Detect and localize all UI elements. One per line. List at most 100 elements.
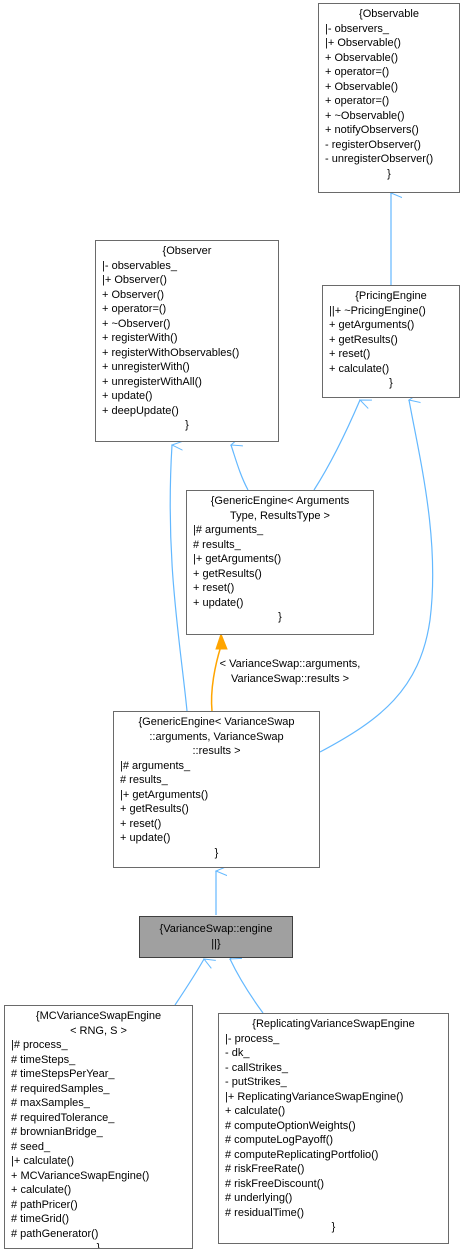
genericvs-title-3: ::results > (192, 745, 241, 757)
member-line: - dk_ (225, 1047, 250, 1059)
member-line: |+ getArguments() (120, 788, 209, 801)
member-line: + update() (193, 596, 244, 609)
member-line: - putStrikes_ (225, 1076, 287, 1088)
member-line: |# process_ (11, 1039, 68, 1051)
member-line: # computeOptionWeights() (225, 1119, 356, 1132)
varianceswap-engine-title-1: {VarianceSwap::engine (159, 923, 273, 935)
member-line: # computeReplicatingPortfolio() (225, 1148, 379, 1161)
edge-genericengine-observer (231, 445, 249, 491)
template-arguments-label: < VarianceSwap::arguments, VarianceSwap:… (190, 657, 390, 686)
observer-close: } (185, 419, 189, 431)
member-line: |- process_ (225, 1032, 280, 1045)
member-line: # seed_ (11, 1140, 51, 1153)
member-line: + deepUpdate() (102, 404, 179, 417)
pricingengine-title: {PricingEngine (355, 290, 427, 302)
member-line: # pathGenerator() (11, 1227, 99, 1240)
member-line: + ~Observer() (102, 317, 171, 330)
member-line: |+ ReplicatingVarianceSwapEngine() (225, 1090, 404, 1103)
genericvs-title-2: ::arguments, VarianceSwap (149, 730, 284, 743)
edge-template-arrowhead (215, 632, 228, 650)
observer-members: |- observables_ |+ Observer() + Observer()… (102, 259, 272, 419)
member-line: # riskFreeRate() (225, 1163, 305, 1175)
genericvs-close: } (214, 846, 219, 859)
member-line: # timeGrid() (11, 1213, 70, 1225)
mc-close: } (96, 1242, 101, 1249)
member-line: # requiredTolerance_ (11, 1111, 115, 1124)
observer-title: {Observer (162, 245, 212, 257)
member-line: # results_ (193, 538, 241, 551)
replicating-title: {ReplicatingVarianceSwapEngine (252, 1018, 415, 1030)
genericengine-title-1: {GenericEngine< Arguments (210, 495, 350, 507)
genericvs-title-1: {GenericEngine< VarianceSwap (138, 716, 295, 728)
genericengine-class[interactable]: {GenericEngine< Arguments Type, ResultsT… (186, 490, 374, 635)
member-line: |- observables_ (102, 259, 178, 272)
member-line: # residualTime() (225, 1206, 305, 1219)
replicatingvarianceswapengine-class[interactable]: {ReplicatingVarianceSwapEngine |- proces… (218, 1013, 449, 1244)
member-line: + calculate() (329, 362, 390, 375)
member-line: # riskFreeDiscount() (225, 1177, 325, 1190)
replicating-close: } (331, 1221, 336, 1233)
member-line: + getResults() (193, 567, 262, 580)
mc-title-1: {MCVarianceSwapEngine (35, 1010, 162, 1022)
member-line: + reset() (329, 348, 371, 360)
pricingengine-class[interactable]: {PricingEngine ||+ ~PricingEngine() + get… (322, 285, 460, 398)
genericvs-members: |# arguments_ # results_ |+ getArguments()… (120, 759, 313, 846)
member-line: + reset() (120, 817, 162, 830)
genericengine-varianceswap-class[interactable]: {GenericEngine< VarianceSwap ::arguments… (113, 711, 320, 868)
member-line: ||+ ~PricingEngine() (329, 304, 426, 317)
member-line: + reset() (193, 582, 235, 594)
member-line: + update() (102, 390, 153, 402)
member-line: + calculate() (11, 1184, 72, 1196)
member-line: + ~Observable() (325, 109, 405, 122)
replicating-members: |- process_ - dk_ - callStrikes_ - putStrik… (225, 1032, 442, 1221)
member-line: # timeSteps_ (11, 1053, 76, 1066)
member-line: # underlying() (225, 1192, 293, 1204)
member-line: + getResults() (329, 333, 398, 346)
member-line: + unregisterWithAll() (102, 375, 202, 388)
genericengine-members: |# arguments_ # results_ |+ getArguments()… (193, 523, 367, 610)
member-line: + getResults() (120, 803, 189, 815)
mc-members: |# process_ # timeSteps_ # timeStepsPerYea… (11, 1038, 186, 1241)
observable-members: |- observers_|+ Observable()+ Observable… (325, 22, 453, 167)
member-line: + Observable() (325, 51, 399, 64)
member-line: # computeLogPayoff() (225, 1134, 334, 1146)
edge-replicating-variance (230, 959, 264, 1014)
edge-mc-variance (174, 959, 204, 1006)
member-line: + getArguments() (329, 319, 415, 331)
member-line: - registerObserver() (325, 138, 421, 151)
template-label-line-2: VarianceSwap::results > (230, 672, 350, 685)
member-line: |+ getArguments() (193, 553, 282, 565)
observable-class[interactable]: {Observable |- observers_|+ Observable()… (318, 3, 460, 193)
varianceswap-engine-class[interactable]: {VarianceSwap::engine ||} (139, 916, 293, 958)
member-line: + MCVarianceSwapEngine() (11, 1169, 150, 1182)
edge-genericvs-pricingengine (319, 400, 434, 753)
member-line: # timeStepsPerYear_ (11, 1068, 115, 1080)
member-line: # requiredSamples_ (11, 1082, 110, 1095)
member-line: |+ Observer() (102, 274, 167, 286)
member-line: + operator=() (102, 303, 167, 315)
edge-template-instantiation (210, 645, 222, 712)
edge-genericvs-observer (169, 445, 188, 712)
member-line: # results_ (120, 774, 168, 786)
member-line: + registerWithObservables() (102, 346, 240, 359)
member-line: + operator=() (325, 66, 390, 78)
mcvarianceswapengine-class[interactable]: {MCVarianceSwapEngine < RNG, S > |# proc… (4, 1005, 193, 1249)
member-line: + Observer() (102, 288, 165, 301)
observable-close: } (387, 167, 391, 180)
member-line: + update() (120, 832, 171, 844)
mc-title-2: < RNG, S > (70, 1024, 127, 1037)
observer-class[interactable]: {Observer |- observables_ |+ Observer() + … (95, 240, 279, 442)
member-line: + registerWith() (102, 332, 178, 344)
member-line: + calculate() (225, 1105, 286, 1117)
genericengine-title-2: Type, ResultsType > (230, 509, 330, 522)
member-line: # pathPricer() (11, 1198, 78, 1211)
member-line: + operator=() (325, 95, 390, 107)
member-line: - callStrikes_ (225, 1061, 288, 1074)
member-line: + unregisterWith() (102, 361, 190, 373)
member-line: |# arguments_ (193, 524, 264, 536)
member-line: # maxSamples_ (11, 1097, 90, 1109)
member-line: + Observable() (325, 80, 399, 93)
pricingengine-members: ||+ ~PricingEngine() + getArguments() + ge… (329, 304, 453, 377)
member-line: |# arguments_ (120, 759, 191, 772)
member-line: |+ calculate() (11, 1155, 75, 1167)
